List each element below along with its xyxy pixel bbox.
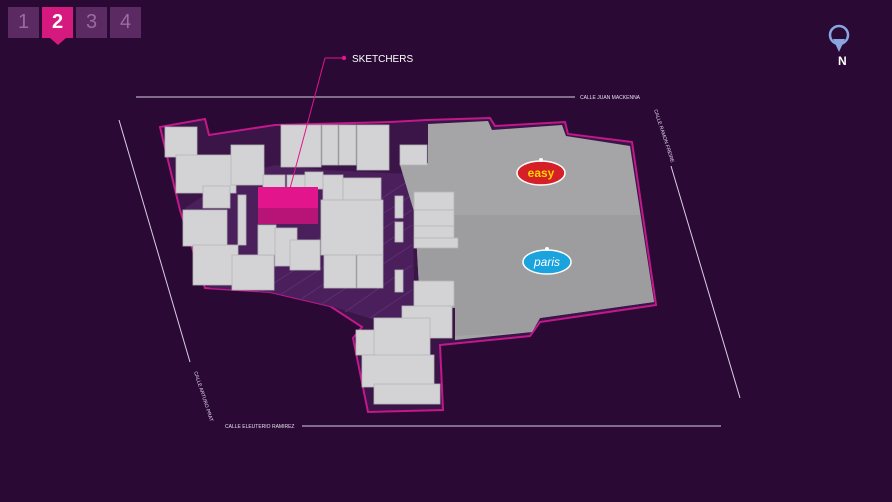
store-block <box>182 209 228 247</box>
store-block <box>164 126 198 158</box>
highlighted-store[interactable] <box>258 187 318 224</box>
store-block <box>286 174 306 190</box>
callout-store-name[interactable]: SKETCHERS <box>352 54 413 65</box>
street-label-bottom: CALLE ELEUTERIO RAMIREZ <box>225 424 294 430</box>
street-label-right: CALLE RAMON FREIRE <box>652 109 675 164</box>
store-block <box>237 194 247 246</box>
floor-tab-3[interactable]: 3 <box>76 7 107 38</box>
store-block <box>394 269 404 293</box>
store-callout: SKETCHERS <box>287 54 413 197</box>
floor-tab-2[interactable]: 2 <box>42 7 73 38</box>
store-block <box>262 174 286 190</box>
street-label-top: CALLE JUAN MACKENNA <box>580 95 641 101</box>
store-block <box>304 171 324 190</box>
callout-line-diagonal <box>287 57 326 197</box>
easy-logo-hook <box>539 158 543 162</box>
left-stores <box>164 126 275 291</box>
central-stores <box>257 171 404 293</box>
store-block <box>413 191 455 211</box>
store-block <box>322 174 344 201</box>
store-block <box>289 239 321 271</box>
anchor-store-lower <box>415 215 654 336</box>
street-line-left <box>118 119 191 363</box>
store-block <box>202 185 231 209</box>
store-block <box>356 254 384 289</box>
paris-logo-text: paris <box>533 255 560 269</box>
easy-logo-text: easy <box>528 166 555 180</box>
store-block <box>342 177 382 201</box>
store-block <box>231 254 275 291</box>
store-block <box>338 124 357 166</box>
store-block <box>320 199 384 256</box>
compass-icon <box>828 24 850 52</box>
store-block <box>413 225 455 239</box>
highlighted-store-side <box>258 208 318 224</box>
store-block <box>321 124 339 166</box>
top-stores <box>280 124 428 171</box>
floor-tab-1[interactable]: 1 <box>8 7 39 38</box>
street-line-right <box>670 165 741 399</box>
callout-dot <box>341 55 347 61</box>
store-block <box>413 237 459 249</box>
store-block <box>361 354 435 388</box>
bottom-stores <box>355 317 441 405</box>
store-block <box>373 383 441 405</box>
store-block <box>394 195 404 219</box>
compass-north-label: N <box>838 54 847 68</box>
store-block <box>356 124 390 171</box>
store-block <box>230 144 265 186</box>
street-label-left: CALLE ARTURO PRAT <box>192 371 214 423</box>
floor-selector: 1 2 3 4 <box>8 7 141 38</box>
store-block <box>394 221 404 243</box>
anchor-logo-paris[interactable]: paris <box>522 247 572 275</box>
store-block <box>413 280 455 307</box>
store-block <box>323 254 357 289</box>
store-block <box>399 144 428 166</box>
store-block <box>373 317 431 359</box>
paris-logo-hook <box>545 247 549 251</box>
store-block <box>413 209 455 227</box>
floor-tab-4[interactable]: 4 <box>110 7 141 38</box>
highlighted-store-top <box>258 187 318 209</box>
store-block <box>257 224 277 256</box>
store-block <box>192 244 239 286</box>
anchor-logo-easy[interactable]: easy <box>516 158 566 186</box>
